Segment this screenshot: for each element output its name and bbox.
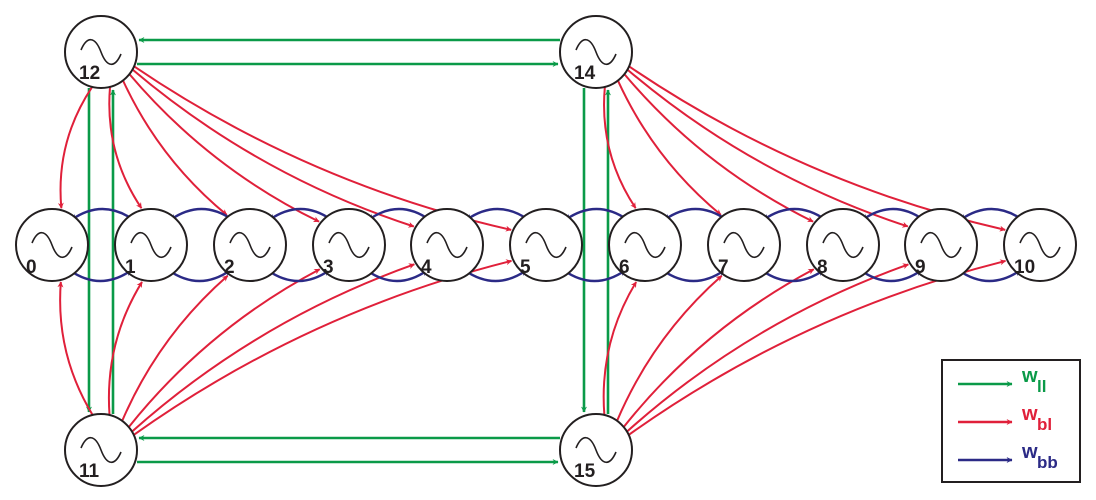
sine-wave-icon (80, 38, 122, 66)
edge-wbb-4-5 (464, 269, 527, 283)
edge-wbl-14-9 (626, 68, 909, 228)
oscillator-node-7: 7 (707, 208, 781, 282)
edge-wbl-14-6 (603, 86, 637, 209)
edge-wbb-1-0 (71, 207, 134, 221)
sine-wave-icon (575, 38, 617, 66)
oscillator-node-3: 3 (312, 208, 386, 282)
oscillator-node-1: 1 (114, 208, 188, 282)
sine-wave-icon (31, 231, 73, 259)
edge-wbl-11-0 (57, 281, 94, 416)
edge-wbb-10-9 (960, 207, 1023, 221)
sine-wave-icon (525, 231, 567, 259)
node-label: 11 (79, 461, 100, 482)
edge-wbl-15-7 (616, 275, 723, 422)
edge-wbl-12-3 (128, 73, 320, 223)
edge-wbl-11-3 (127, 268, 321, 428)
sine-wave-icon (575, 436, 617, 464)
edge-wbb-3-2 (269, 207, 332, 221)
legend-symbol: w (1021, 403, 1038, 425)
edge-wbl-11-2 (121, 274, 229, 422)
edge-wbb-6-7 (662, 269, 725, 283)
oscillator-node-6: 6 (608, 208, 682, 282)
legend-subscript: bb (1037, 453, 1058, 472)
sine-wave-icon (426, 231, 468, 259)
edge-wbb-8-7 (763, 207, 826, 221)
edge-wbb-2-1 (170, 207, 233, 221)
node-label: 12 (79, 63, 100, 84)
sine-wave-icon (822, 231, 864, 259)
edge-wbb-5-4 (466, 207, 529, 221)
sine-wave-icon (920, 231, 962, 259)
oscillator-node-9: 9 (904, 208, 978, 282)
edge-wbb-2-3 (267, 269, 330, 283)
sine-wave-icon (624, 231, 666, 259)
oscillator-node-2: 2 (213, 208, 287, 282)
edge-wbb-7-6 (664, 207, 727, 221)
oscillator-node-11: 11 (64, 413, 138, 487)
edge-wbl-14-7 (616, 80, 722, 216)
edge-wbl-12-0 (57, 86, 93, 209)
node-label: 10 (1014, 257, 1035, 278)
edge-wbl-14-8 (623, 73, 814, 223)
node-label: 0 (26, 257, 37, 278)
node-label: 3 (323, 257, 334, 278)
legend-subscript: ll (1037, 377, 1046, 396)
edge-wbl-12-2 (122, 80, 228, 216)
node-label: 6 (619, 257, 630, 278)
sine-wave-icon (229, 231, 271, 259)
edge-wbb-7-8 (761, 269, 824, 283)
node-label: 5 (520, 257, 531, 278)
edge-wbb-9-10 (958, 269, 1021, 283)
legend-symbol: w (1021, 441, 1038, 463)
edge-wbb-5-6 (563, 269, 626, 283)
legend-symbol: w (1021, 365, 1038, 387)
edge-wbb-8-9 (860, 269, 922, 283)
edge-wbl-15-8 (622, 268, 815, 428)
node-label: 7 (718, 257, 729, 278)
edge-wbl-15-9 (626, 263, 909, 433)
sine-wave-icon (80, 436, 122, 464)
edge-wbb-6-5 (565, 207, 628, 221)
sine-wave-icon (130, 231, 172, 259)
edge-wbl-15-6 (602, 281, 638, 416)
node-label: 2 (224, 257, 235, 278)
edge-wbl-11-5 (133, 259, 513, 436)
node-label: 15 (574, 461, 596, 482)
edge-wbb-9-8 (862, 207, 924, 221)
edge-wbb-1-2 (168, 269, 231, 283)
node-label: 9 (915, 257, 926, 278)
edge-wbl-12-1 (108, 86, 143, 209)
node-label: 4 (421, 257, 432, 278)
oscillator-node-8: 8 (806, 208, 880, 282)
node-label: 14 (574, 63, 596, 84)
sine-wave-icon (328, 231, 370, 259)
sine-wave-icon (1019, 231, 1061, 259)
oscillator-node-4: 4 (410, 208, 484, 282)
oscillator-node-12: 12 (64, 15, 138, 89)
edge-wbl-11-1 (107, 281, 143, 416)
edge-wbb-0-1 (69, 269, 132, 283)
edge-wbl-12-4 (131, 68, 415, 228)
oscillator-node-5: 5 (509, 208, 583, 282)
edge-wbl-12-5 (133, 65, 512, 232)
edge-wbl-14-10 (628, 65, 1006, 232)
edge-wbb-4-3 (368, 207, 430, 221)
node-label: 8 (817, 257, 828, 278)
oscillator-node-0: 0 (15, 208, 89, 282)
oscillator-node-14: 14 (559, 15, 633, 89)
node-label: 1 (125, 257, 136, 278)
edge-wbl-11-4 (131, 263, 415, 433)
edge-wbb-3-4 (366, 269, 428, 283)
legend-subscript: bl (1037, 415, 1052, 434)
oscillator-node-15: 15 (559, 413, 633, 487)
sine-wave-icon (723, 231, 765, 259)
oscillator-node-10: 10 (1003, 208, 1077, 282)
